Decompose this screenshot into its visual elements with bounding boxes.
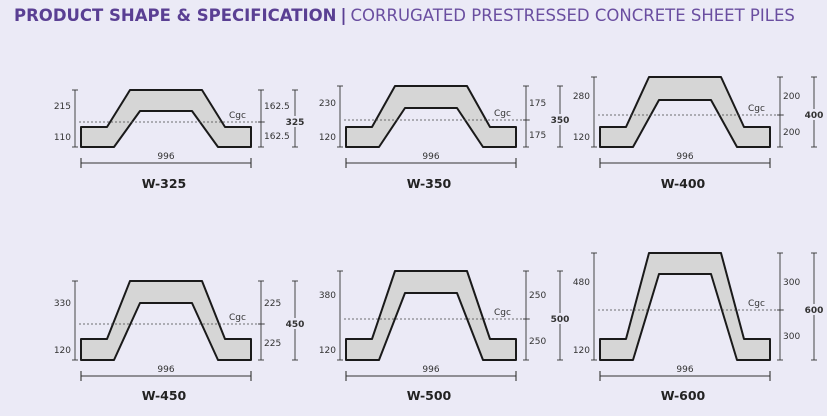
w-400-section-shape bbox=[599, 76, 771, 148]
w-450-cgc-label: Cgc bbox=[229, 313, 246, 323]
w-600-total-value: 600 bbox=[805, 306, 824, 316]
w-600-bottom-half-value: 300 bbox=[783, 332, 800, 342]
w-500-product-name: W-500 bbox=[407, 388, 452, 403]
w-325-left-top-value: 215 bbox=[54, 102, 71, 112]
w-500-cgc-label: Cgc bbox=[494, 308, 511, 318]
title-separator: | bbox=[340, 6, 347, 25]
w-350-left-top-value: 230 bbox=[319, 99, 336, 109]
w-325-cgc-label: Cgc bbox=[229, 111, 246, 121]
w-400-bottom-half-value: 200 bbox=[783, 128, 800, 138]
w-350-section-shape bbox=[345, 85, 517, 148]
w-500-total-bg bbox=[548, 313, 572, 324]
w-325-left-bottom-value: 110 bbox=[54, 133, 71, 143]
w-450-section-shape bbox=[80, 280, 252, 361]
w-450-product-name: W-450 bbox=[142, 388, 187, 403]
w-325-section-shape bbox=[80, 89, 252, 148]
w-400-width-value: 996 bbox=[676, 152, 693, 162]
w-450-total-value: 450 bbox=[286, 320, 305, 330]
w-400-cgc-label: Cgc bbox=[748, 104, 765, 114]
w-400-product-name: W-400 bbox=[661, 176, 706, 191]
w-350-top-half-value: 175 bbox=[529, 99, 546, 109]
title-sub: CORRUGATED PRESTRESSED CONCRETE SHEET PI… bbox=[350, 6, 795, 25]
w-500-total-value: 500 bbox=[551, 315, 570, 325]
w-350-cgc-label: Cgc bbox=[494, 109, 511, 119]
w-350-width-value: 996 bbox=[422, 152, 439, 162]
w-600-left-bottom-value: 120 bbox=[573, 346, 590, 356]
w-350-total-value: 350 bbox=[551, 116, 570, 126]
w-400-left-bottom-value: 120 bbox=[573, 133, 590, 143]
w-450-top-half-value: 225 bbox=[264, 299, 281, 309]
w-450-width-value: 996 bbox=[157, 365, 174, 375]
w-325-total-value: 325 bbox=[286, 118, 305, 128]
w-600-product-name: W-600 bbox=[661, 388, 706, 403]
w-350-bottom-half-value: 175 bbox=[529, 131, 546, 141]
w-400-total-value: 400 bbox=[805, 111, 824, 121]
w-400-total-bg bbox=[802, 109, 826, 120]
w-450-total-bg bbox=[283, 318, 307, 329]
w-325-top-half-value: 162.5 bbox=[264, 102, 290, 112]
w-325-width-value: 996 bbox=[157, 152, 174, 162]
w-350-product-name: W-350 bbox=[407, 176, 452, 191]
w-450-bottom-half-value: 225 bbox=[264, 339, 281, 349]
w-600-left-top-value: 480 bbox=[573, 278, 590, 288]
w-500-left-bottom-value: 120 bbox=[319, 346, 336, 356]
w-450-left-bottom-value: 120 bbox=[54, 346, 71, 356]
w-350-left-bottom-value: 120 bbox=[319, 133, 336, 143]
w-325-product-name: W-325 bbox=[142, 176, 187, 191]
w-600-section-shape bbox=[599, 252, 771, 361]
w-350-total-bg bbox=[548, 114, 572, 125]
page-title: PRODUCT SHAPE & SPECIFICATION|CORRUGATED… bbox=[14, 6, 795, 25]
w-500-bottom-half-value: 250 bbox=[529, 337, 546, 347]
w-600-total-bg bbox=[802, 304, 826, 315]
w-400-top-half-value: 200 bbox=[783, 92, 800, 102]
w-500-width-value: 996 bbox=[422, 365, 439, 375]
w-500-top-half-value: 250 bbox=[529, 291, 546, 301]
w-400-left-top-value: 280 bbox=[573, 92, 590, 102]
w-500-section-shape bbox=[345, 270, 517, 361]
w-600-top-half-value: 300 bbox=[783, 278, 800, 288]
w-325-bottom-half-value: 162.5 bbox=[264, 132, 290, 142]
w-600-cgc-label: Cgc bbox=[748, 299, 765, 309]
w-600-width-value: 996 bbox=[676, 365, 693, 375]
w-450-left-top-value: 330 bbox=[54, 299, 71, 309]
w-500-left-top-value: 380 bbox=[319, 291, 336, 301]
w-325-total-bg bbox=[283, 116, 307, 127]
title-main: PRODUCT SHAPE & SPECIFICATION bbox=[14, 6, 337, 25]
